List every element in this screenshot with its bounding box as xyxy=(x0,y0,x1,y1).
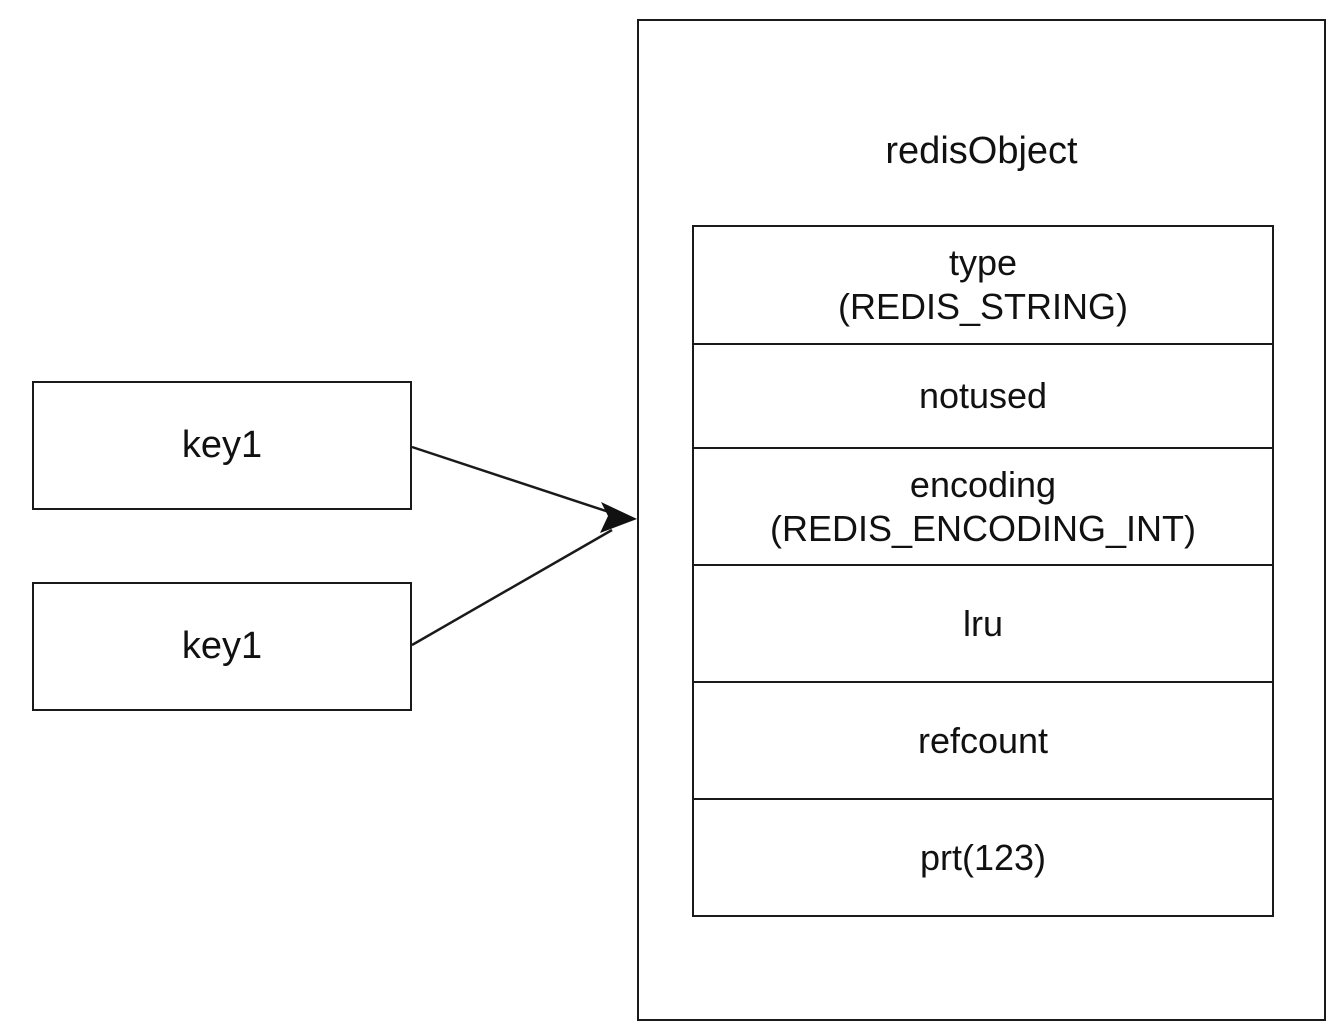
key-label-2: key1 xyxy=(181,625,263,667)
field-name-refcount: refcount xyxy=(917,719,1049,761)
arrowhead-icon xyxy=(600,502,637,533)
field-detail-type: (REDIS_STRING) xyxy=(837,286,1129,327)
key-box-1: key1 xyxy=(32,381,412,510)
redis-object-container: redisObject type (REDIS_STRING) notused … xyxy=(637,19,1326,1021)
field-row-refcount: refcount xyxy=(694,683,1272,800)
field-name-lru: lru xyxy=(962,602,1003,644)
field-row-encoding: encoding (REDIS_ENCODING_INT) xyxy=(694,449,1272,566)
key-box-2: key1 xyxy=(32,582,412,711)
field-row-notused: notused xyxy=(694,345,1272,449)
field-name-ptr: prt(123) xyxy=(919,836,1047,878)
field-name-notused: notused xyxy=(918,375,1048,416)
arrow-line-key1-bottom xyxy=(411,528,613,647)
redis-object-title: redisObject xyxy=(885,130,1078,172)
field-row-type: type (REDIS_STRING) xyxy=(694,227,1272,345)
field-name-encoding: encoding xyxy=(909,463,1057,505)
field-detail-encoding: (REDIS_ENCODING_INT) xyxy=(769,507,1197,549)
field-row-ptr: prt(123) xyxy=(694,800,1272,915)
arrow-line-key1-top xyxy=(411,445,613,515)
field-name-type: type xyxy=(948,242,1018,283)
field-row-lru: lru xyxy=(694,566,1272,683)
field-table: type (REDIS_STRING) notused encoding (RE… xyxy=(692,225,1274,917)
key-label-1: key1 xyxy=(181,424,263,466)
